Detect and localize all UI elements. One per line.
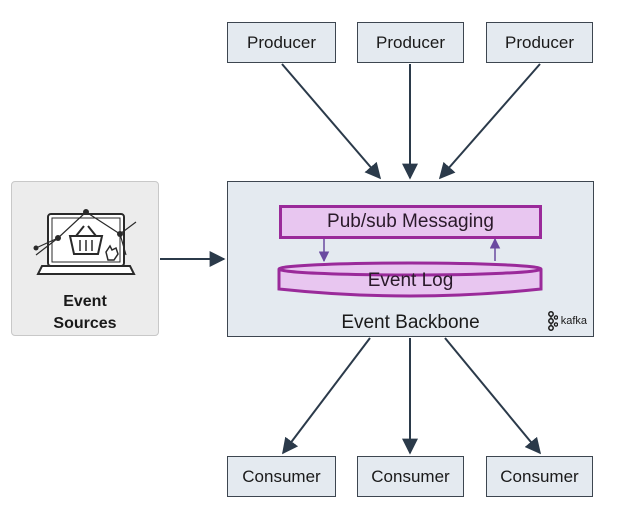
- producer-label: Producer: [505, 32, 574, 52]
- consumer-box: Consumer: [357, 456, 464, 497]
- event-log-label: Event Log: [367, 270, 454, 291]
- event-log-cylinder: [277, 237, 542, 297]
- producer-label: Producer: [376, 32, 445, 52]
- consumer-label: Consumer: [371, 466, 450, 486]
- pubsub-label: Pub/sub Messaging: [327, 211, 494, 232]
- consumer-label: Consumer: [242, 466, 321, 486]
- producer-box: Producer: [227, 22, 336, 63]
- kafka-icon: [547, 311, 558, 331]
- producer-box: Producer: [486, 22, 593, 63]
- producer-box: Producer: [357, 22, 464, 63]
- event-backbone-box: Pub/sub Messaging Event Log Event Backbo…: [227, 181, 594, 337]
- producer-label: Producer: [247, 32, 316, 52]
- consumer-box: Consumer: [486, 456, 593, 497]
- connected-store-icon: [33, 209, 137, 275]
- arrow-producer3-backbone: [438, 63, 541, 180]
- kafka-logo: kafka: [546, 311, 587, 331]
- pubsub-messaging-box: Pub/sub Messaging: [279, 205, 542, 239]
- arrow-backbone-consumer3: [444, 337, 542, 455]
- arrow-producer1-backbone: [281, 63, 382, 180]
- event-sources-label-line2: Sources: [53, 315, 117, 332]
- arrow-backbone-consumer1: [282, 337, 371, 455]
- kafka-brand-label: kafka: [560, 315, 587, 327]
- consumer-label: Consumer: [500, 466, 579, 486]
- event-sources-label-line1: Event: [63, 293, 107, 310]
- event-sources-box: Event Sources: [11, 181, 159, 336]
- event-backbone-title: Event Backbone: [341, 312, 480, 333]
- consumer-box: Consumer: [227, 456, 336, 497]
